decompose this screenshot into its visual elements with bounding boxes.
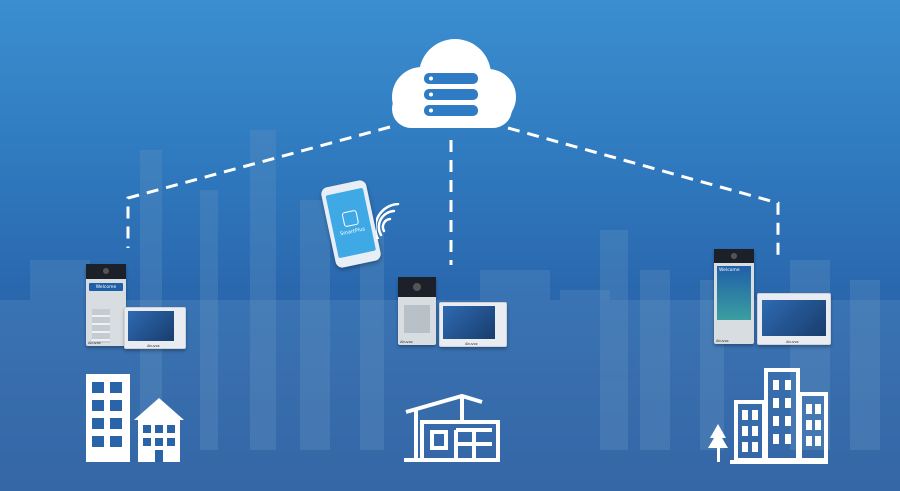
villa-house-icon [404,393,500,462]
door-screen-label: Welcome [719,268,740,273]
cloud-server-icon [392,39,516,128]
door-brand-label: Akuvox [88,341,101,345]
door-phone-center: Akuvox [398,277,436,345]
keypad [92,309,110,343]
camera-icon [413,283,421,291]
indoor-monitor-left: Akuvox [124,307,186,349]
door-brand-label: Akuvox [716,339,729,343]
door-screen-label: Welcome [95,284,117,290]
door-phone-right: Welcome Akuvox [714,249,754,344]
apartment-buildings-icon [86,374,184,462]
indoor-monitor-center: Akuvox [439,302,507,347]
door-brand-label: Akuvox [400,340,413,344]
monitor-brand-label: Akuvox [786,340,799,344]
phone-app-name: SmartPlus [339,226,366,238]
wifi-signal-icon [376,203,400,239]
smartplus-app-icon [340,209,359,228]
door-phone-left: Welcome Akuvox [86,264,126,346]
office-buildings-icon [708,368,828,464]
card-reader [404,305,430,333]
camera-icon [731,253,737,259]
line-cloud-to-left [126,125,391,248]
indoor-monitor-right: Akuvox [757,293,831,345]
monitor-brand-label: Akuvox [147,344,160,348]
camera-icon [103,268,109,274]
monitor-brand-label: Akuvox [465,342,478,346]
line-cloud-to-right [507,126,780,255]
